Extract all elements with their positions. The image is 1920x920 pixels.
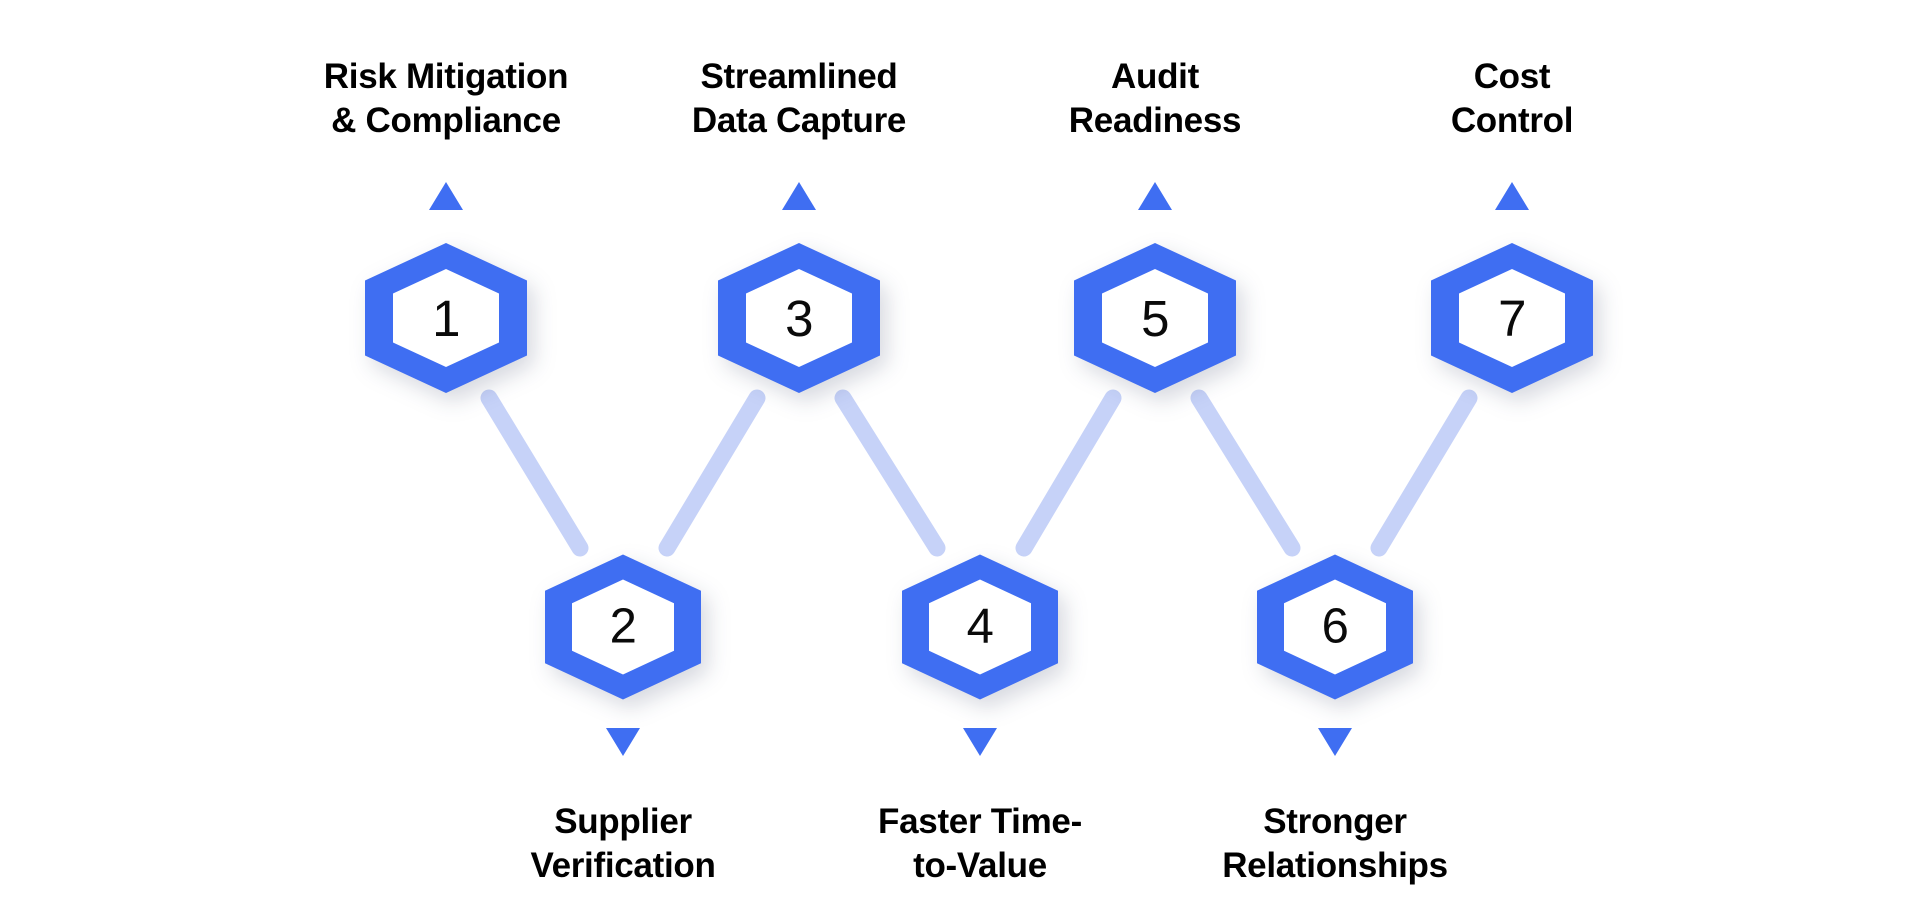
arrow-up-icon [429,182,463,210]
node-label-6: Stronger Relationships [1222,802,1448,886]
hexagon-node-1[interactable]: 1 [365,243,527,393]
hexagon-node-2[interactable]: 2 [545,554,701,700]
hexagon-node-6[interactable]: 6 [1257,554,1413,700]
hexagon-node-5[interactable]: 5 [1074,243,1236,393]
hexagon-step-number: 5 [1141,289,1169,347]
arrow-down-icon [606,728,640,756]
hexagon-step-number: 2 [609,599,637,654]
hexagon-step-number: 7 [1498,289,1526,347]
hexagon-node-4[interactable]: 4 [902,554,1058,700]
hexagon-node-7[interactable]: 7 [1431,243,1593,393]
hexagon-inner-face: 1 [393,269,499,367]
node-label-1: Risk Mitigation & Compliance [323,57,569,141]
hexagon-outer-ring: 2 [545,554,701,700]
node-label-7: Cost Control [1450,57,1574,141]
hexagon-outer-ring: 5 [1074,243,1236,393]
node-label-2: Supplier Verification [530,802,716,886]
arrow-up-icon [782,182,816,210]
arrow-down-icon [963,728,997,756]
hexagon-inner-face: 5 [1102,269,1208,367]
hexagon-outer-ring: 7 [1431,243,1593,393]
hexagon-inner-face: 2 [572,579,674,675]
hexagon-step-number: 6 [1321,599,1349,654]
hexagon-outer-ring: 6 [1257,554,1413,700]
node-label-3: Streamlined Data Capture [691,57,907,141]
node-label-4: Faster Time- to-Value [878,802,1082,886]
hexagon-step-number: 3 [785,289,813,347]
hexagon-step-number: 4 [966,599,994,654]
arrow-up-icon [1138,182,1172,210]
hexagon-outer-ring: 4 [902,554,1058,700]
hexagon-inner-face: 7 [1459,269,1565,367]
hexagon-inner-face: 6 [1284,579,1386,675]
hexagon-outer-ring: 3 [718,243,880,393]
hexagon-inner-face: 3 [746,269,852,367]
hexagon-inner-face: 4 [929,579,1031,675]
hexagon-outer-ring: 1 [365,243,527,393]
hexagon-node-3[interactable]: 3 [718,243,880,393]
node-label-5: Audit Readiness [1068,57,1242,141]
hexagon-step-number: 1 [432,289,460,347]
arrow-down-icon [1318,728,1352,756]
arrow-up-icon [1495,182,1529,210]
